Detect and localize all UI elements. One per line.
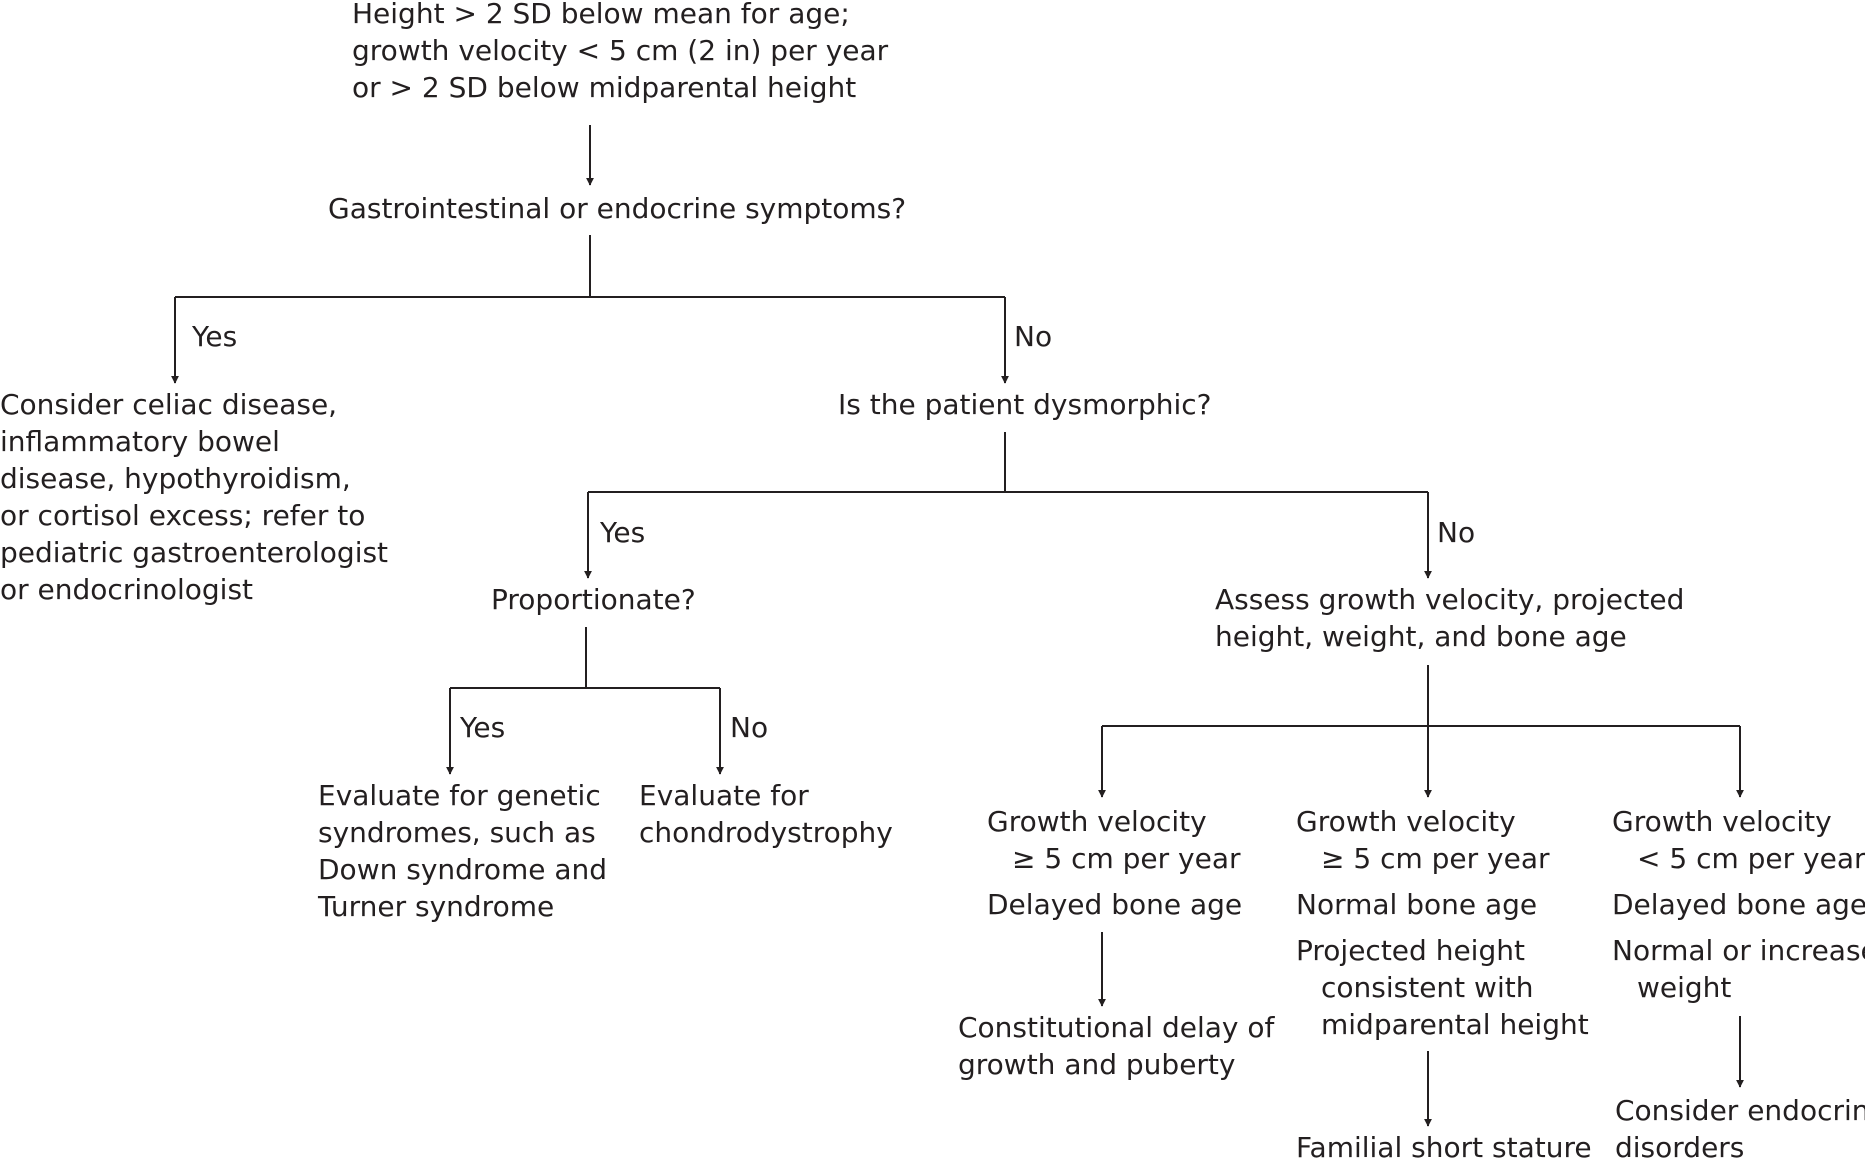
outcome-chondrodystrophy: Evaluate for chondrodystrophy	[639, 779, 893, 849]
question-dysmorphic: Is the patient dysmorphic?	[838, 388, 1212, 421]
criteria-constitutional: Growth velocity ≥ 5 cm per year Delayed …	[987, 805, 1243, 921]
label-dysmorphic-yes: Yes	[600, 516, 646, 549]
outcome-genetic-syndromes: Evaluate for genetic syndromes, such as …	[318, 779, 608, 923]
criteria-endocrine: Growth velocity < 5 cm per year Delayed …	[1612, 805, 1865, 1004]
label-symptoms-yes: Yes	[192, 320, 238, 353]
outcome-familial-short-stature: Familial short stature	[1296, 1131, 1592, 1164]
label-dysmorphic-no: No	[1437, 516, 1476, 549]
question-proportionate: Proportionate?	[491, 583, 696, 616]
outcome-refer-specialist: Consider celiac disease, inflammatory bo…	[0, 388, 389, 606]
assess-growth: Assess growth velocity, projected height…	[1215, 583, 1685, 653]
question-symptoms: Gastrointestinal or endocrine symptoms?	[328, 192, 907, 225]
label-proportionate-no: No	[730, 711, 769, 744]
outcome-constitutional-delay: Constitutional delay of growth and puber…	[958, 1011, 1275, 1081]
label-symptoms-no: No	[1014, 320, 1053, 353]
criteria-familial: Growth velocity ≥ 5 cm per year Normal b…	[1296, 805, 1589, 1041]
start-criteria: Height > 2 SD below mean for age; growth…	[352, 0, 889, 104]
outcome-endocrine-disorders: Consider endocrine disorders	[1615, 1094, 1865, 1164]
label-proportionate-yes: Yes	[460, 711, 506, 744]
